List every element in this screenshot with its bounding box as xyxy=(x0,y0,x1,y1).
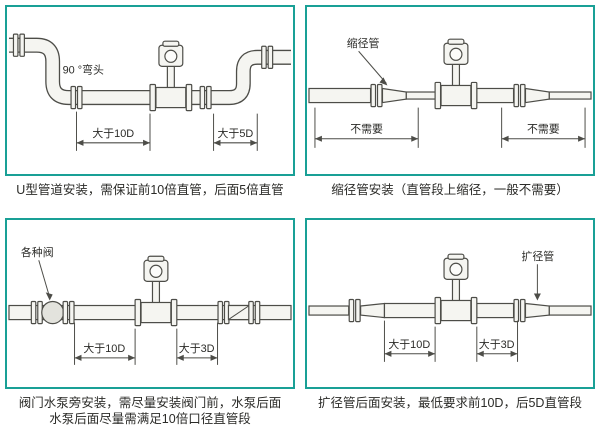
dim-label: 不需要 xyxy=(527,123,560,136)
diagram-reducer: 缩径管 不需要 不需要 xyxy=(305,5,595,176)
dim-label: 大于3D xyxy=(179,341,215,355)
figure-u-type: 90 °弯头 大于10D 大于5D xyxy=(5,5,295,214)
flange xyxy=(513,83,526,108)
flange xyxy=(513,298,526,323)
dim-label: 大于10D xyxy=(83,341,125,355)
flowmeter xyxy=(434,38,478,110)
dim-label: 大于5D xyxy=(218,126,254,140)
valve-label: 各种阀 xyxy=(21,245,54,259)
diagram-expander: 扩径管 大于10D 大于 xyxy=(305,218,595,389)
figure-valve-pump: 各种阀 大于10D 大于 xyxy=(5,218,295,427)
u-shaped-pipe xyxy=(8,37,292,106)
caption-reducer: 缩径管安装（直管段上缩径，一般不需要） xyxy=(331,183,569,197)
flange xyxy=(348,298,361,323)
expander-label: 扩径管 xyxy=(522,249,555,263)
dim-upstream-10d: 大于10D xyxy=(76,111,151,151)
dim-downstream-5d: 大于5D xyxy=(213,113,258,151)
caption-expander: 扩径管后面安装，最低要求前10D，后5D直管段 xyxy=(318,396,582,410)
dim-upstream-not-needed: 不需要 xyxy=(314,107,419,148)
flange xyxy=(370,83,383,108)
diagram-valve-pump: 各种阀 大于10D 大于 xyxy=(5,218,295,389)
reducer-callout: 缩径管 xyxy=(347,36,388,86)
dim-label: 大于3D xyxy=(479,337,515,351)
caption-u-type: U型管道安装，需保证前10倍直管，后面5倍直管 xyxy=(16,183,284,197)
diagram-u-type: 90 °弯头 大于10D 大于5D xyxy=(5,5,295,176)
dim-label: 不需要 xyxy=(350,123,383,136)
caption-valve-pump: 阀门水泵旁安装，需尽量安装阀门前，水泵后面 水泵后面尽量需满足10倍口径直管段 xyxy=(18,396,282,427)
dim-label: 大于10D xyxy=(388,337,430,351)
valve-callout: 各种阀 xyxy=(21,245,54,301)
flowmeter xyxy=(134,255,178,327)
figure-expander: 扩径管 大于10D 大于 xyxy=(305,218,595,427)
dim-upstream-10d: 大于10D xyxy=(383,320,436,362)
elbow-label: 90 °弯头 xyxy=(63,62,104,76)
valve xyxy=(41,300,65,325)
dim-label: 大于10D xyxy=(92,126,134,140)
flowmeter xyxy=(434,253,478,325)
figure-reducer: 缩径管 不需要 不需要 xyxy=(305,5,595,214)
reducer-label: 缩径管 xyxy=(347,36,380,50)
flowmeter xyxy=(149,40,193,112)
dim-downstream-3d: 大于3D xyxy=(176,322,219,365)
dim-upstream-10d: 大于10D xyxy=(74,322,136,365)
inline-valve xyxy=(217,300,261,325)
dim-downstream-3d: 大于3D xyxy=(476,320,519,362)
dim-downstream-not-needed: 不需要 xyxy=(501,107,586,148)
expander-callout: 扩径管 xyxy=(522,249,555,301)
pipe-run xyxy=(308,302,592,319)
